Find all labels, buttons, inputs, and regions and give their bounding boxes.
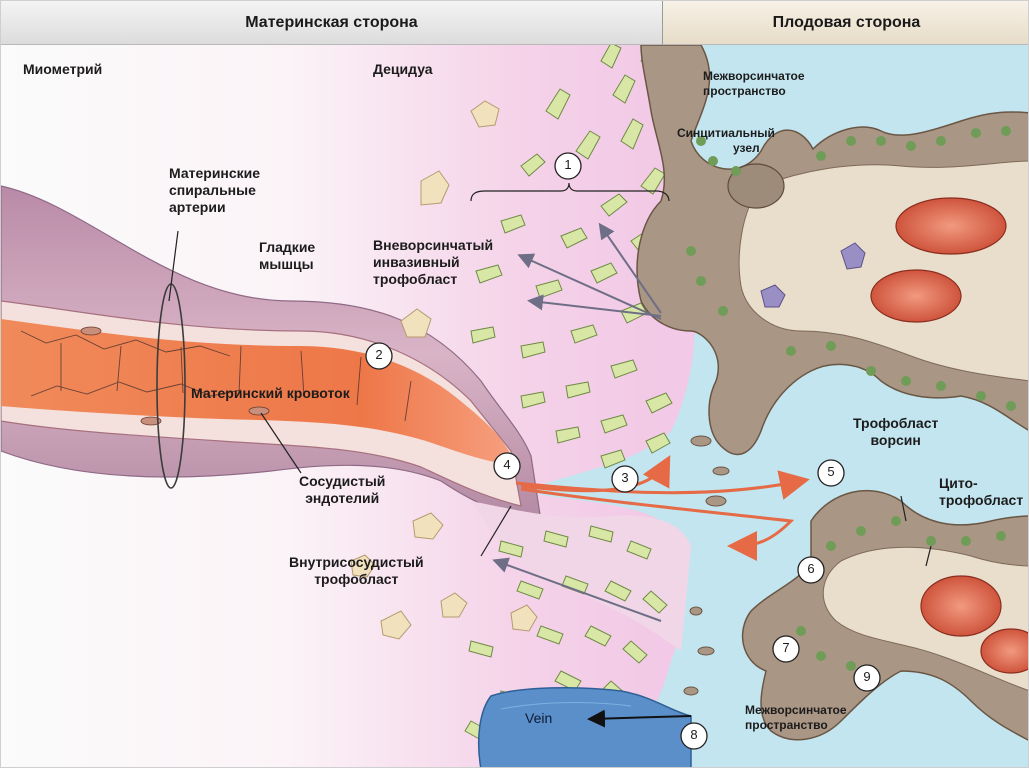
marker-6-label: 6 (801, 561, 821, 577)
label-intervillous-bottom-line1: Межворсинчатое (745, 703, 847, 718)
marker-9-label: 9 (857, 669, 877, 685)
label-evt-line1: Вневорсинчатый (373, 237, 493, 254)
label-endovascular-trophoblast: Внутрисосудистый трофобласт (289, 554, 424, 588)
label-syncytial-knot-line2: узел (677, 141, 775, 156)
label-cytotrophoblast-line1: Цито- (939, 475, 1023, 492)
marker-7-label: 7 (776, 640, 796, 656)
label-spiral-arteries-line2: спиральные (169, 182, 260, 199)
maternal-side-header: Материнская сторона (1, 1, 663, 45)
label-smooth-muscle-line2: мышцы (259, 256, 315, 273)
label-spiral-arteries: Материнские спиральные артерии (169, 165, 260, 216)
label-endothelium-line2: эндотелий (299, 490, 385, 507)
marker-8-label: 8 (684, 727, 704, 743)
marker-4-label: 4 (497, 457, 517, 473)
label-evt-line3: трофобласт (373, 271, 493, 288)
label-smooth-muscle-line1: Гладкие (259, 239, 315, 256)
label-spiral-arteries-line1: Материнские (169, 165, 260, 182)
label-vascular-endothelium: Сосудистый эндотелий (299, 473, 385, 507)
label-maternal-blood-flow: Материнский кровоток (191, 385, 350, 402)
label-endothelium-line1: Сосудистый (299, 473, 385, 490)
label-villous-trophoblast-line2: ворсин (853, 432, 938, 449)
label-intervillous-top-line2: пространство (703, 84, 805, 99)
marker-2-label: 2 (369, 347, 389, 363)
label-cytotrophoblast: Цито- трофобласт (939, 475, 1023, 509)
label-intervillous-space-bottom: Межворсинчатое пространство (745, 703, 847, 732)
label-decidua: Децидуа (373, 61, 433, 78)
label-villous-trophoblast-line1: Трофобласт (853, 415, 938, 432)
label-spiral-arteries-line3: артерии (169, 199, 260, 216)
label-syncytial-knot: Синцитиальный узел (677, 126, 775, 155)
marker-5-label: 5 (821, 464, 841, 480)
label-intervillous-top-line1: Межворсинчатое (703, 69, 805, 84)
label-extravillous-trophoblast: Вневорсинчатый инвазивный трофобласт (373, 237, 493, 288)
label-smooth-muscle: Гладкие мышцы (259, 239, 315, 273)
label-intervillous-space-top: Межворсинчатое пространство (703, 69, 805, 98)
label-villous-trophoblast: Трофобласт ворсин (853, 415, 938, 449)
label-cytotrophoblast-line2: трофобласт (939, 492, 1023, 509)
label-endovascular-line2: трофобласт (289, 571, 424, 588)
marker-1-label: 1 (558, 157, 578, 173)
label-intervillous-bottom-line2: пространство (745, 718, 847, 733)
fetal-side-header: Плодовая сторона (663, 1, 1029, 45)
label-evt-line2: инвазивный (373, 254, 493, 271)
label-myometrium: Миометрий (23, 61, 102, 78)
marker-3-label: 3 (615, 470, 635, 486)
label-endovascular-line1: Внутрисосудистый (289, 554, 424, 571)
label-syncytial-knot-line1: Синцитиальный (677, 126, 775, 141)
label-vein: Vein (525, 710, 552, 726)
